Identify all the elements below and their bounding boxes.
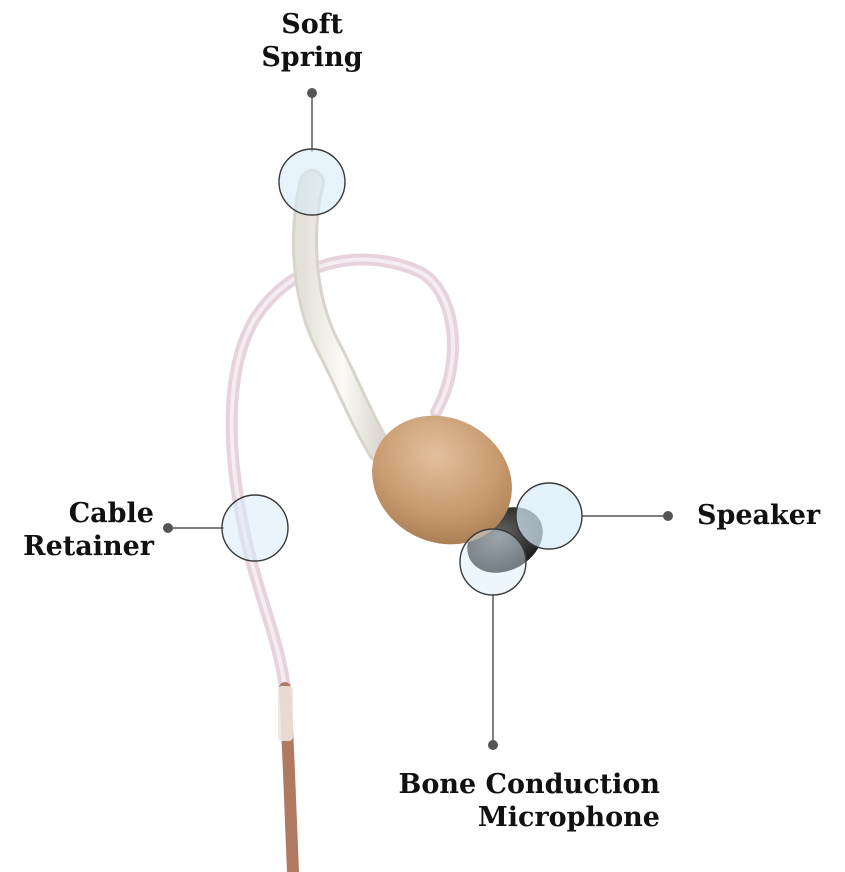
- label-bone-mic-line1: Bone Conduction: [380, 768, 660, 801]
- dot-soft-spring: [307, 88, 317, 98]
- dot-speaker: [663, 511, 673, 521]
- callout-circles: [222, 149, 582, 595]
- label-speaker: Speaker: [697, 499, 820, 532]
- label-cable-retainer-line2: Retainer: [0, 530, 154, 563]
- label-cable-retainer-line1: Cable: [0, 497, 154, 530]
- callout-bone-mic: [460, 529, 526, 595]
- label-soft-spring-line1: Soft: [253, 8, 371, 41]
- callout-cable-retainer: [222, 495, 288, 561]
- label-bone-mic-line2: Microphone: [380, 801, 660, 834]
- label-cable-retainer: Cable Retainer: [0, 497, 154, 563]
- dot-bone-mic: [488, 740, 498, 750]
- dot-cable-retainer: [163, 523, 173, 533]
- label-bone-mic: Bone Conduction Microphone: [380, 768, 660, 834]
- callout-speaker: [516, 483, 582, 549]
- label-speaker-line1: Speaker: [697, 499, 820, 532]
- label-soft-spring: Soft Spring: [253, 8, 371, 74]
- callout-soft-spring: [279, 149, 345, 215]
- cable-sleeve: [278, 686, 293, 741]
- label-soft-spring-line2: Spring: [253, 41, 371, 74]
